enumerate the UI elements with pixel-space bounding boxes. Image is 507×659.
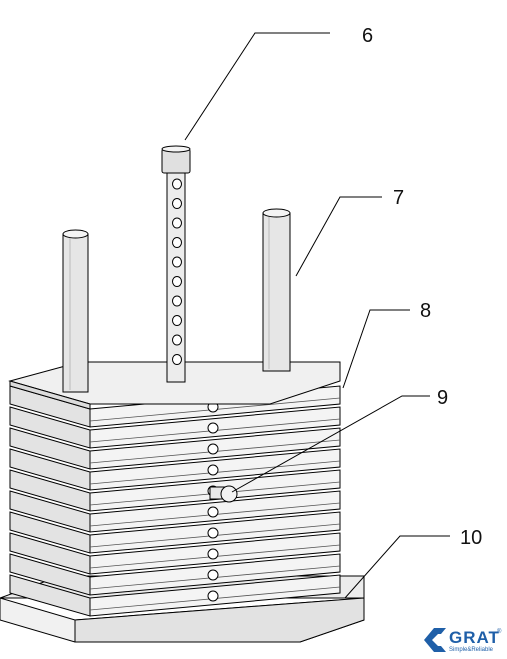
selector-rod-holes [172, 178, 182, 365]
rod-hole [172, 276, 182, 287]
weight-plate [9, 427, 341, 470]
rod-hole [172, 256, 182, 268]
selector-rod [161, 145, 191, 383]
weight-plate [9, 553, 341, 596]
rod-hole [172, 217, 182, 229]
leader-line-6 [184, 32, 330, 141]
callout-6: 6 [362, 25, 373, 47]
callout-7: 7 [393, 187, 404, 209]
rod-hole [172, 198, 182, 209]
rod-hole [172, 354, 182, 365]
rod-hole [172, 315, 182, 326]
weight-plate [9, 448, 341, 491]
plate-pin-hole [207, 422, 219, 434]
weight-plate [9, 574, 341, 617]
guide-rod-right [262, 208, 291, 372]
plate-pin-hole [207, 590, 219, 602]
callout-10: 10 [460, 527, 482, 549]
rod-hole [172, 334, 182, 346]
callout-9: 9 [437, 387, 448, 409]
plate-pin-hole [207, 569, 219, 581]
plate-pin-hole [207, 527, 219, 539]
rod-hole [172, 178, 182, 190]
logo-registered-mark: ® [497, 628, 502, 635]
logo-wordmark: GRAT [449, 628, 500, 647]
guide-rod-left [62, 229, 89, 393]
leader-line-9 [231, 395, 430, 493]
rod-hole [172, 237, 182, 248]
weight-plate [9, 511, 341, 554]
leader-line-10 [344, 535, 450, 599]
top-plate [8, 361, 341, 410]
brand-logo: GRAT ® Simple&Reliable [424, 628, 502, 653]
selector-pin [209, 485, 238, 503]
rod-hole [172, 295, 182, 307]
plate-pin-hole [207, 443, 219, 455]
leader-line-7 [295, 196, 382, 277]
logo-tagline: Simple&Reliable [449, 647, 494, 653]
weight-plate [9, 490, 341, 533]
callout-8: 8 [420, 300, 431, 322]
plate-pin-hole [207, 506, 219, 518]
weight-plate-stack [9, 385, 341, 617]
plate-pin-hole [207, 548, 219, 560]
weight-plate [9, 532, 341, 575]
plate-pin-hole [207, 464, 219, 476]
weight-plate [9, 406, 341, 449]
leader-line-8 [342, 309, 410, 389]
logo-mark-icon [424, 628, 446, 652]
